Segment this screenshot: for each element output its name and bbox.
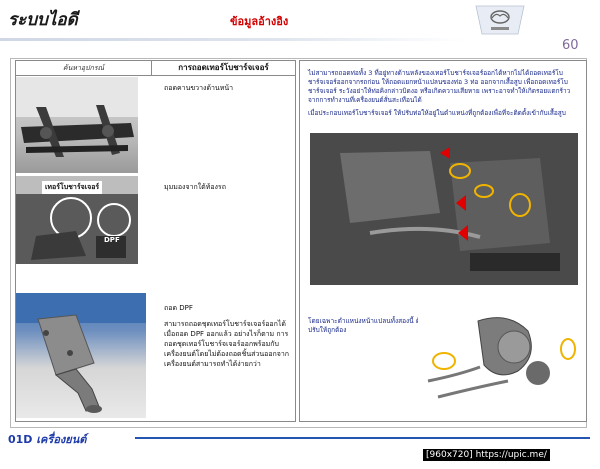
page-number: 60 (562, 38, 579, 53)
step-1-text: ถอดคานขวางด้านหน้า (164, 84, 234, 92)
column-header-removal: การถอดเทอร์โบชาร์จเจอร์ (152, 61, 295, 76)
right-paragraph-1: ไม่สามารถถอดท่อทั้ง 3 ที่อยู่ทางด้านหลัง… (308, 69, 571, 104)
footer-label: 01D เครื่องยนต์ (8, 430, 86, 448)
page-title: ระบบไอดี (8, 10, 78, 30)
step-3-body: สามารถถอดชุดเทอร์โบชาร์จเจอร์ออกได้เมื่อ… (164, 320, 290, 368)
mazda-logo-icon (475, 5, 525, 35)
step-2-text: มุมมองจากใต้ท้องรถ (164, 183, 226, 191)
page-subtitle: ข้อมูลอ้างอิง (230, 15, 289, 28)
photo-dpf-removed (16, 293, 146, 418)
right-paragraph-2: เมื่อประกอบเทอร์โบชาร์จเจอร์ ให้ปรับท่อใ… (308, 109, 566, 117)
photo-turbo-pipes (310, 133, 578, 285)
photo-front-crossmember (16, 77, 138, 173)
column-header-locate: ค้นหาอุปกรณ์ (16, 61, 152, 76)
dpf-label: DPF (104, 236, 120, 244)
turbocharger-label: เทอร์โบชาร์จเจอร์ (42, 181, 103, 194)
photo-turbo-unit (418, 301, 578, 413)
footer-section: เครื่องยนต์ (36, 433, 87, 446)
watermark: [960x720] https://upic.me/ (423, 449, 550, 461)
right-panel: ไม่สามารถถอดท่อทั้ง 3 ที่อยู่ทางด้านหลัง… (299, 60, 587, 422)
footer-line (135, 437, 590, 439)
right-paragraph-3: โดยเฉพาะตำแหน่งหน้าแปลนทั้งสองนี้ ต้องปร… (308, 317, 427, 334)
footer-code: 01D (8, 433, 33, 446)
header-band (0, 38, 465, 41)
left-table: ค้นหาอุปกรณ์ การถอดเทอร์โบชาร์จเจอร์ ถอด… (15, 60, 296, 422)
step-3-title: ถอด DPF (164, 304, 193, 312)
